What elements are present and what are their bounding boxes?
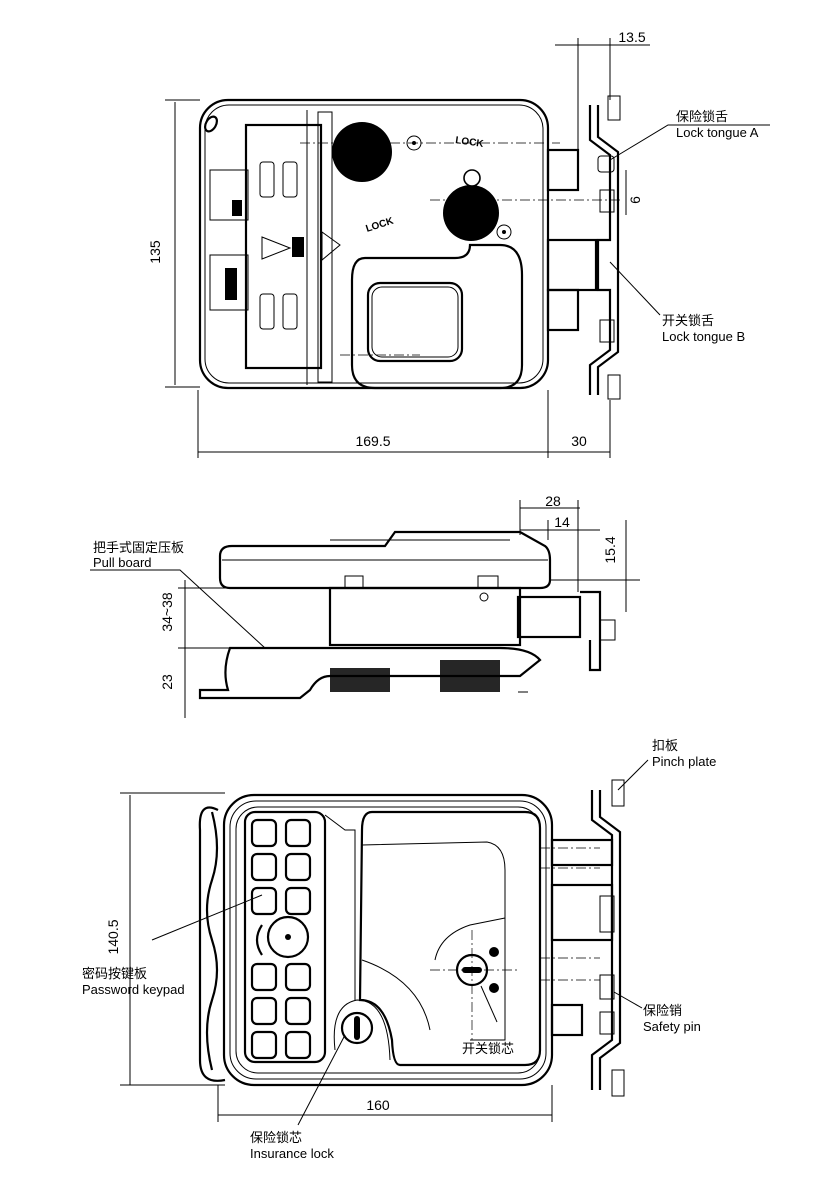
svg-text:LOCK: LOCK bbox=[455, 135, 485, 150]
dim-bracket-30: 30 bbox=[571, 433, 587, 449]
label-lock-tongue-b-cn: 开关锁舌 bbox=[662, 313, 714, 328]
dim-34-38: 34~38 bbox=[159, 592, 175, 632]
dim-28: 28 bbox=[545, 493, 561, 509]
keypad-keys bbox=[250, 818, 312, 1060]
label-switch-cylinder: 开关锁芯 bbox=[462, 1041, 514, 1056]
svg-text:LOCK: LOCK bbox=[365, 215, 396, 234]
label-pinch-plate-cn: 扣板 bbox=[652, 738, 678, 753]
knob-upper bbox=[332, 122, 392, 182]
label-pull-board-cn: 把手式固定压板 bbox=[93, 540, 184, 555]
label-pinch-plate-en: Pinch plate bbox=[652, 754, 716, 769]
label-keypad-en: Password keypad bbox=[82, 982, 185, 997]
label-keypad-cn: 密码按键板 bbox=[82, 966, 147, 981]
top-view: LOCK LOCK 135 169.5 30 13.5 6 保险锁舌 Lock … bbox=[147, 29, 770, 458]
dim-14: 14 bbox=[554, 514, 570, 530]
label-insurance-lock-cn: 保险锁芯 bbox=[250, 1130, 302, 1145]
dim-height-135: 135 bbox=[147, 240, 163, 264]
knob-lower bbox=[443, 185, 499, 241]
label-safety-pin-en: Safety pin bbox=[643, 1019, 701, 1034]
keypad bbox=[243, 810, 327, 1064]
bottom-view: 140.5 160 扣板 Pinch plate 密码按键板 Password … bbox=[82, 738, 716, 1161]
label-pull-board-en: Pull board bbox=[93, 555, 152, 570]
dim-width-160: 160 bbox=[366, 1097, 390, 1113]
label-insurance-lock-en: Insurance lock bbox=[250, 1146, 334, 1161]
dim-15-4: 15.4 bbox=[602, 536, 618, 563]
side-view: 28 14 15.4 34~38 23 把手式固定压板 Pull board bbox=[90, 493, 640, 718]
label-lock-tongue-a-en: Lock tongue A bbox=[676, 125, 759, 140]
dim-height-140-5: 140.5 bbox=[105, 919, 121, 954]
dim-13-5: 13.5 bbox=[618, 29, 645, 45]
dim-6: 6 bbox=[627, 196, 643, 204]
label-lock-tongue-a-cn: 保险锁舌 bbox=[676, 109, 728, 124]
dim-23: 23 bbox=[159, 674, 175, 690]
label-lock-tongue-b-en: Lock tongue B bbox=[662, 329, 745, 344]
label-safety-pin-cn: 保险销 bbox=[643, 1003, 682, 1018]
dim-width-169-5: 169.5 bbox=[355, 433, 390, 449]
